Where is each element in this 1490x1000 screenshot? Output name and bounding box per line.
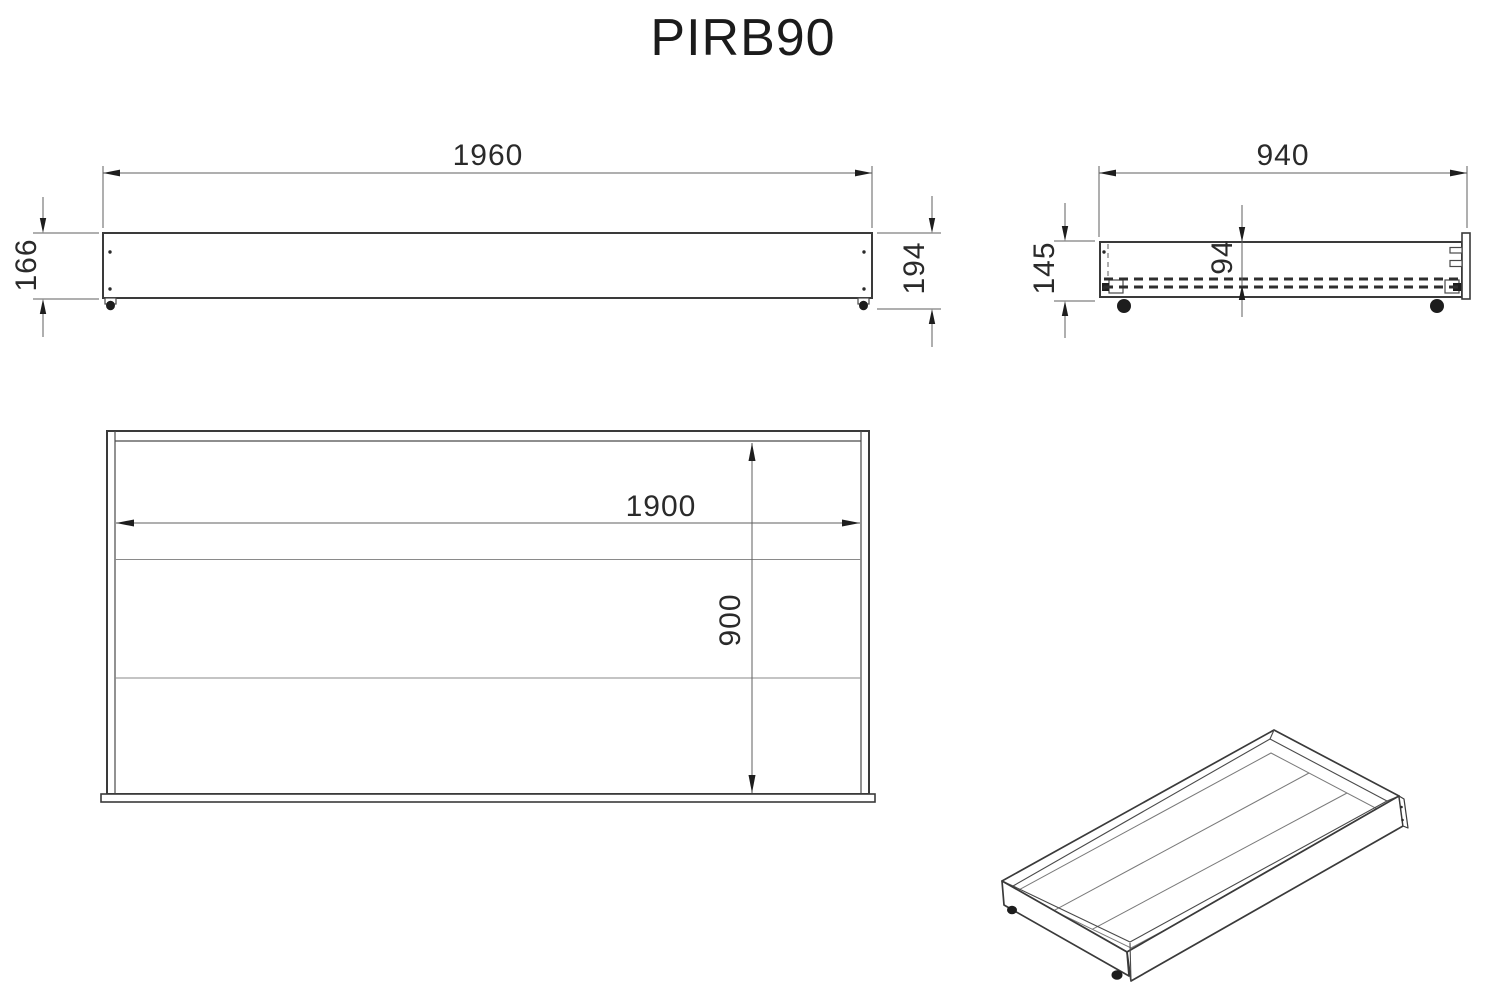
screw-dot	[1401, 818, 1404, 822]
iso-board-joint	[1053, 772, 1310, 912]
dimension-front-width	[102, 166, 873, 228]
dim-label-side-inner-height: 94	[1206, 239, 1239, 275]
iso-board-joint	[1092, 792, 1348, 930]
side-rail-outline	[1099, 241, 1463, 298]
dimension-plan-inner-length	[116, 519, 860, 527]
screw-dot	[108, 287, 112, 291]
front-panel-outline	[102, 232, 873, 299]
dim-label-front-width: 1960	[452, 139, 524, 172]
plan-view	[100, 430, 876, 803]
iso-panel-end-face	[1398, 795, 1409, 829]
dim-label-side-height: 145	[1028, 241, 1061, 295]
panel-hook-tab	[1449, 259, 1463, 268]
front-panel-edge	[1461, 232, 1471, 300]
drawing-title: PIRB90	[650, 9, 836, 67]
side-view	[1054, 166, 1471, 338]
plan-outline	[106, 430, 870, 795]
isometric-view	[1001, 729, 1409, 982]
caster-wheel-front-left	[104, 297, 117, 311]
dim-label-front-total-height: 194	[898, 241, 931, 295]
iso-side-rail-face	[1001, 880, 1130, 977]
panel-hook-tab	[1449, 246, 1463, 254]
dim-label-front-panel-height: 166	[10, 238, 43, 292]
screw-dot	[862, 287, 866, 291]
dim-label-plan-inner-length: 1900	[625, 490, 697, 523]
dimension-front-total-height	[877, 196, 941, 347]
front-panel-strip	[100, 793, 876, 803]
screw-dot	[1102, 250, 1106, 254]
dimension-plan-inner-width	[748, 443, 756, 793]
caster-wheel-iso	[1111, 970, 1123, 980]
screw-dot	[862, 250, 866, 254]
screw-dot	[1102, 286, 1106, 290]
caster-wheel-iso	[1007, 905, 1017, 915]
dimension-side-inner-height	[1238, 205, 1246, 317]
screw-dot	[108, 250, 112, 254]
dim-label-plan-inner-width: 900	[714, 593, 747, 647]
screw-dot	[1400, 805, 1403, 809]
dimension-side-depth	[1098, 166, 1468, 237]
dim-label-side-depth: 940	[1256, 139, 1310, 172]
dimension-front-panel-height	[33, 197, 99, 337]
caster-wheel-front-right	[857, 297, 870, 311]
iso-corner-edge	[1129, 942, 1132, 982]
front-view	[33, 166, 941, 347]
iso-inner-rim	[1011, 738, 1389, 943]
dimension-side-height	[1054, 203, 1095, 338]
